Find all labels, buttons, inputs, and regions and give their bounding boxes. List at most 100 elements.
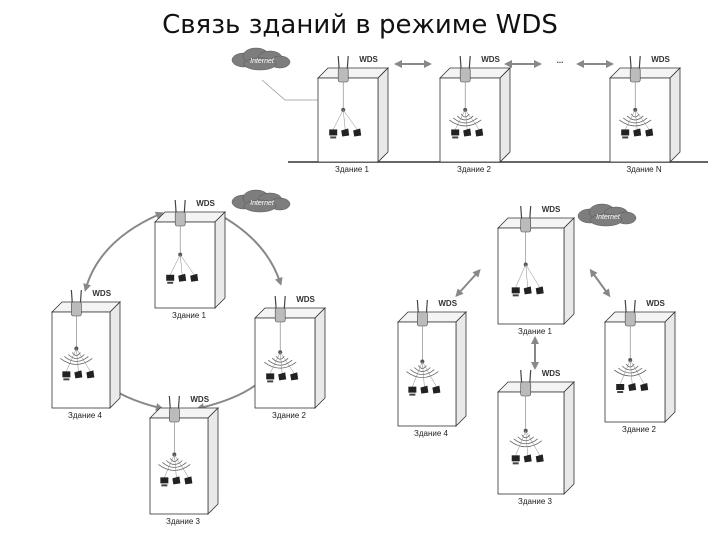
wireless-signal-icon [162,462,187,468]
client-link-line [515,264,526,288]
client-link-line [525,264,528,288]
computer-icon [511,287,520,294]
wireless-signal-icon [621,365,639,371]
wireless-signal-icon [166,460,183,465]
building-label: Здание 2 [272,411,307,420]
wds-label: WDS [92,289,111,298]
antenna-icon [624,299,627,315]
access-point-icon [174,211,186,227]
building-label: Здание 4 [68,411,103,420]
client-link-line [515,430,526,456]
access-point-icon [71,301,82,317]
ring-link-1-2 [214,212,283,286]
wireless-signal-icon [625,363,635,368]
laptop-icon [341,128,350,137]
building-side [499,67,511,163]
building-side [314,307,326,409]
computer-icon [512,294,519,297]
building-front [317,77,379,163]
computer-icon [161,484,168,487]
laptop-icon [645,128,654,137]
building-label: Здание 4 [414,429,449,438]
computer-icon [267,380,274,383]
internet-label: Internet [250,200,275,207]
wireless-signal-icon [406,371,439,378]
wireless-signal-icon [513,438,538,445]
client-link-line [634,109,638,130]
wds-label: WDS [481,55,500,64]
wds-label: WDS [542,205,561,214]
wireless-signal-icon [521,434,531,439]
building-roof [154,211,226,223]
client-link-line [464,109,480,130]
computer-icon [512,462,519,465]
client-link-line [269,352,281,374]
laptop-icon [184,476,193,485]
client-link-line [279,352,283,374]
building-roof [604,311,676,323]
cloud-shape [243,57,277,71]
client-link-line [525,264,540,288]
cloud-shape [243,199,277,213]
computer-icon [166,274,175,281]
antenna-icon [274,295,277,311]
client-link-line [464,109,468,130]
building-side [214,211,226,309]
building-roof [317,67,389,79]
laptop-icon [523,454,532,463]
access-point-icon [274,307,286,323]
antenna-icon [638,55,641,71]
ring-link-1-4 [83,211,164,292]
wireless-signal-icon [456,115,474,121]
wireless-signal-icon [452,117,478,124]
client-link-line [76,348,79,372]
client-link-line [174,454,177,478]
wds-label: WDS [651,55,670,64]
antenna-icon [168,395,171,411]
laptop-icon [535,454,544,463]
client-link-line [179,254,183,275]
computer-icon [63,378,70,381]
wds-label: WDS [646,299,665,308]
antenna-icon [520,205,523,221]
building-front [254,317,316,409]
laptop-icon [633,128,642,137]
antenna-icon [177,395,180,411]
access-point-icon [624,311,636,327]
client-link-line [66,348,77,372]
star-topology [455,268,611,370]
laptop-icon [178,273,187,282]
wds-label: WDS [190,395,209,404]
computer-icon [266,373,275,380]
wireless-signal-icon [618,119,652,127]
client-link-line [454,109,466,130]
wds-label: WDS [359,55,378,64]
building-roof [149,407,219,419]
access-point-icon [417,311,428,327]
client-link-line [525,430,540,456]
wds-label: WDS [438,299,457,308]
antenna-icon [416,299,419,315]
laptop-icon [628,383,637,391]
building-roof [609,67,681,79]
wireless-signal-icon [448,119,482,127]
laptop-icon [353,128,362,137]
laptop-icon [420,385,429,394]
access-point-icon [337,67,349,83]
building-side [563,217,575,325]
building-side [669,67,681,163]
antenna-icon [633,299,636,315]
internet-label: Internet [250,58,275,65]
antenna-icon [283,295,286,311]
client-link-line [179,254,195,275]
wds-label: WDS [542,369,561,378]
wireless-signal-icon [410,369,435,375]
ring-topology [83,211,283,411]
laptop-icon [432,385,441,394]
star-link-1-4 [455,269,481,297]
access-point-icon [459,67,471,83]
